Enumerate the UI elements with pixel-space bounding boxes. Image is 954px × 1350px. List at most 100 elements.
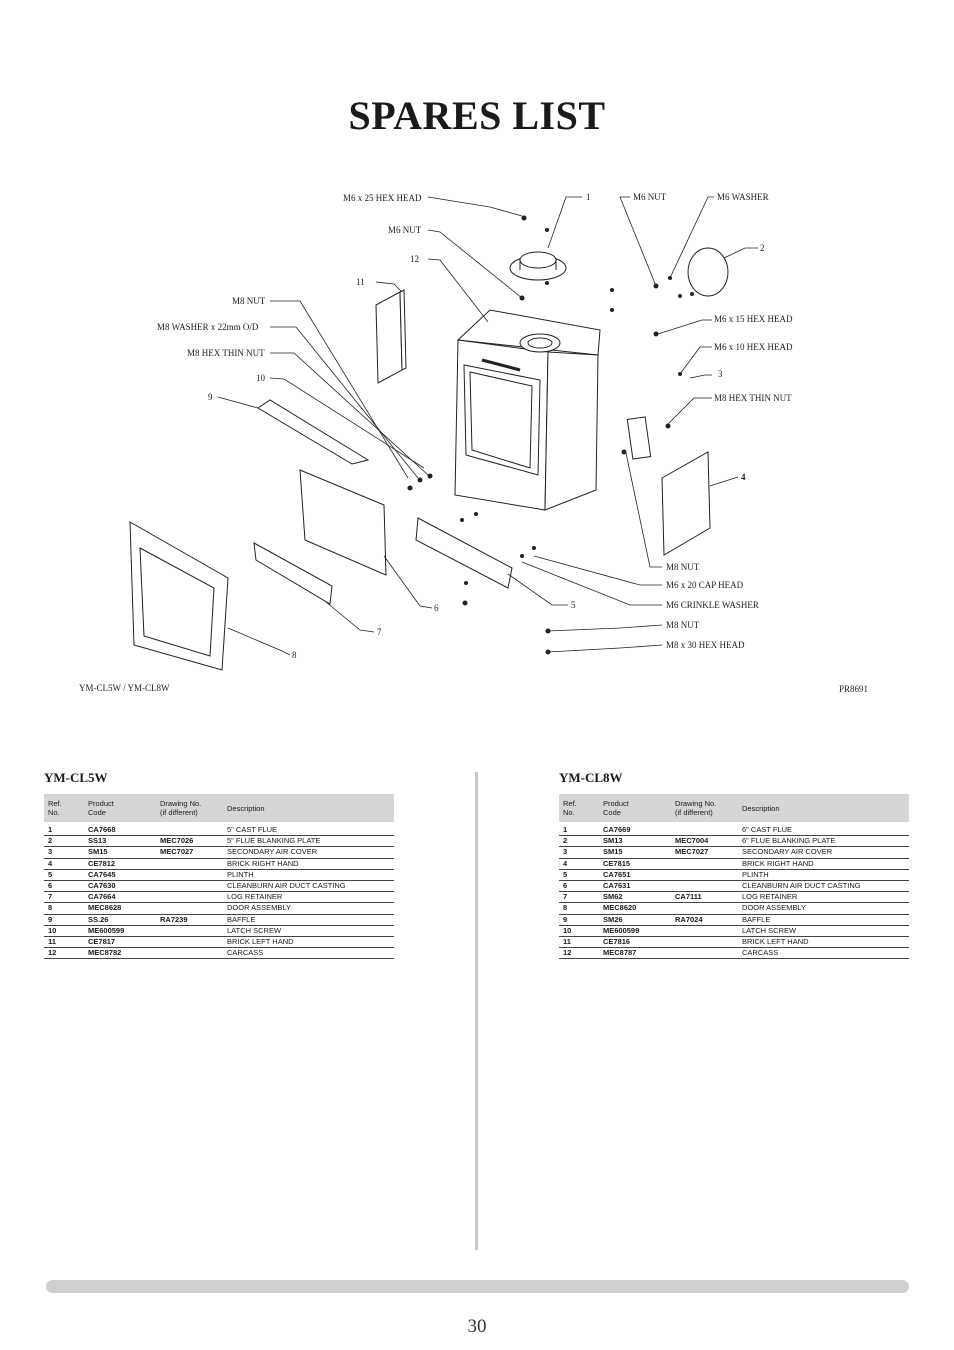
air-duct-casting-part bbox=[299, 469, 387, 576]
cell-code: CA7645 bbox=[84, 869, 156, 881]
cell-ref: 1 bbox=[559, 822, 599, 837]
cell-description: 6" FLUE BLANKING PLATE bbox=[738, 835, 909, 848]
cell-description: BRICK RIGHT HAND bbox=[738, 858, 909, 870]
cell-code: CE7817 bbox=[84, 936, 156, 949]
cell-description: 5" CAST FLUE bbox=[223, 822, 394, 837]
cell-code: SS13 bbox=[84, 835, 156, 848]
cell-description: SECONDARY AIR COVER bbox=[223, 846, 394, 859]
label-m8-washer: M8 WASHER x 22mm O/D bbox=[157, 322, 259, 332]
cell-description: BRICK RIGHT HAND bbox=[223, 858, 394, 870]
label-number-3: 3 bbox=[718, 369, 723, 379]
cell-ref: 12 bbox=[559, 947, 599, 960]
cell-code: CE7816 bbox=[599, 936, 671, 949]
cell-drawing: CA7111 bbox=[671, 891, 738, 904]
label-number-8: 8 bbox=[292, 650, 297, 660]
header-description: Description bbox=[742, 803, 780, 813]
cell-ref: 4 bbox=[559, 858, 599, 870]
cell-drawing bbox=[671, 880, 738, 893]
cell-ref: 6 bbox=[44, 880, 84, 893]
cell-code: SM13 bbox=[599, 835, 671, 848]
brick-left-part bbox=[375, 291, 403, 384]
plinth-part bbox=[415, 517, 513, 589]
cell-drawing bbox=[671, 925, 738, 937]
cell-code: CE7812 bbox=[84, 858, 156, 870]
cell-description: BAFFLE bbox=[738, 914, 909, 926]
cell-description: LATCH SCREW bbox=[738, 925, 909, 937]
exploded-parts-diagram: M6 x 25 HEX HEAD M6 NUT 12 11 M8 NUT M8 … bbox=[79, 192, 868, 694]
header-drawing: Drawing No. bbox=[675, 799, 717, 808]
cell-ref: 11 bbox=[559, 936, 599, 949]
label-m6-20-cap-head: M6 x 20 CAP HEAD bbox=[666, 580, 744, 590]
cast-flue-part bbox=[509, 251, 567, 281]
cell-description: BAFFLE bbox=[223, 914, 394, 926]
header-drawing-2: (if different) bbox=[675, 808, 713, 817]
cell-drawing bbox=[671, 822, 738, 837]
cell-code: CA7668 bbox=[84, 822, 156, 837]
label-number-6: 6 bbox=[434, 603, 439, 613]
cell-ref: 9 bbox=[44, 914, 84, 926]
cell-code: MEC8628 bbox=[84, 902, 156, 915]
label-m8-nut-r1: M8 NUT bbox=[666, 562, 700, 572]
cell-code: SM15 bbox=[599, 846, 671, 859]
cell-description: CARCASS bbox=[223, 947, 394, 960]
label-m6-25-hex-head: M6 x 25 HEX HEAD bbox=[343, 193, 422, 203]
cell-code: SM26 bbox=[599, 914, 671, 926]
label-number-7: 7 bbox=[377, 627, 382, 637]
label-m6-nut-top: M6 NUT bbox=[388, 225, 422, 235]
cell-code: CA7664 bbox=[84, 891, 156, 904]
cell-ref: 3 bbox=[44, 846, 84, 859]
cell-drawing: MEC7026 bbox=[156, 835, 223, 848]
cell-ref: 5 bbox=[559, 869, 599, 881]
cell-drawing: MEC7004 bbox=[671, 835, 738, 848]
cell-ref: 10 bbox=[44, 925, 84, 937]
cell-drawing bbox=[671, 869, 738, 881]
label-number-10: 10 bbox=[256, 373, 266, 383]
cell-ref: 10 bbox=[559, 925, 599, 937]
cell-code: CA7630 bbox=[84, 880, 156, 893]
cell-ref: 2 bbox=[44, 835, 84, 848]
cell-description: DOOR ASSEMBLY bbox=[223, 902, 394, 915]
label-m8-hex-thin-nut-left: M8 HEX THIN NUT bbox=[187, 348, 265, 358]
label-number-5: 5 bbox=[571, 600, 576, 610]
cell-code: SS.26 bbox=[84, 914, 156, 926]
label-m6-crinkle-washer: M6 CRINKLE WASHER bbox=[666, 600, 759, 610]
header-ref: Ref. bbox=[563, 799, 577, 808]
secondary-air-cover-part bbox=[626, 416, 652, 460]
header-ref-2: No. bbox=[48, 808, 60, 817]
table-title: YM-CL5W bbox=[44, 770, 108, 785]
cell-code: MEC8787 bbox=[599, 947, 671, 960]
header-ref: Ref. bbox=[48, 799, 62, 808]
column-divider bbox=[475, 772, 478, 1250]
cell-drawing: MEC7027 bbox=[156, 846, 223, 859]
label-m6-15-hex-head: M6 x 15 HEX HEAD bbox=[714, 314, 793, 324]
cell-code: ME600599 bbox=[84, 925, 156, 937]
cell-ref: 2 bbox=[559, 835, 599, 848]
cell-drawing: MEC7027 bbox=[671, 846, 738, 859]
cell-drawing: RA7024 bbox=[671, 914, 738, 926]
header-ref-2: No. bbox=[563, 808, 575, 817]
cell-description: CLEANBURN AIR DUCT CASTING bbox=[223, 880, 394, 893]
cell-description: 6" CAST FLUE bbox=[738, 822, 909, 837]
header-code-2: Code bbox=[603, 808, 621, 817]
label-m8-30-hex-head: M8 x 30 HEX HEAD bbox=[666, 640, 745, 650]
cell-code: CA7631 bbox=[599, 880, 671, 893]
cell-drawing bbox=[156, 869, 223, 881]
cell-code: ME600599 bbox=[599, 925, 671, 937]
